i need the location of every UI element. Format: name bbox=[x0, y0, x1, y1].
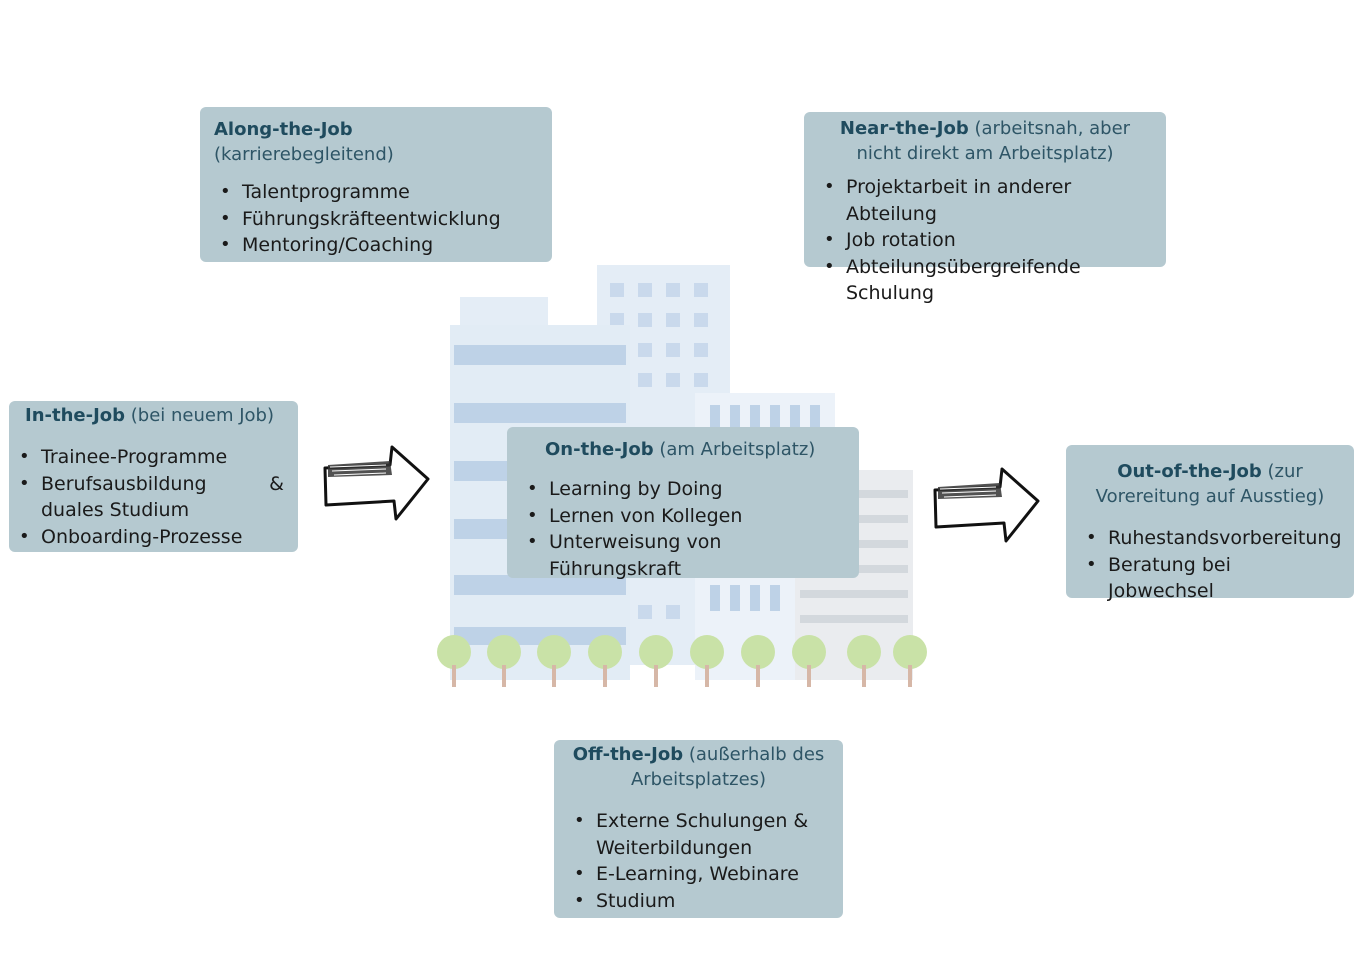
box-heading: On-the-Job (am Arbeitsplatz) bbox=[521, 437, 845, 462]
box-subtitle: (bei neuem Job) bbox=[130, 405, 275, 426]
list-item: Job rotation bbox=[824, 227, 1152, 254]
box-heading: Out-of-the-Job (zur Vorereitung auf Auss… bbox=[1080, 459, 1340, 509]
box-subtitle: (außerhalb des Arbeitsplatzes) bbox=[630, 744, 825, 790]
list-item: Unterweisung von Führungskraft bbox=[527, 529, 845, 582]
box-heading: In-the-Job (bei neuem Job) bbox=[23, 403, 284, 428]
on-the-job-box: On-the-Job (am Arbeitsplatz) Learning by… bbox=[507, 427, 859, 580]
item-list: Projektarbeit in anderer Abteilung Job r… bbox=[818, 174, 1152, 307]
tree-row bbox=[437, 635, 927, 669]
list-item: Beratung bei Jobwechsel bbox=[1086, 552, 1340, 605]
item-list: Learning by Doing Lernen von Kollegen Un… bbox=[521, 476, 845, 582]
list-item: Talentprogramme bbox=[220, 179, 538, 206]
list-item: Abteilungsübergreifende Schulung bbox=[824, 254, 1152, 307]
list-item: Berufsausbildung & duales Studium bbox=[19, 471, 284, 524]
list-item: Projektarbeit in anderer Abteilung bbox=[824, 174, 1152, 227]
box-title: Along-the-Job bbox=[214, 119, 353, 140]
list-item: Onboarding-Prozesse bbox=[19, 524, 284, 551]
list-item: Learning by Doing bbox=[527, 476, 845, 503]
near-the-job-box: Near-the-Job (arbeitsnah, aber nicht dir… bbox=[804, 112, 1166, 304]
box-title: Off-the-Job bbox=[572, 744, 684, 765]
list-item: Mentoring/Coaching bbox=[220, 232, 538, 259]
list-item: Studium bbox=[574, 888, 829, 915]
box-heading: Off-the-Job (außerhalb des Arbeitsplatze… bbox=[568, 742, 829, 792]
item-list: Externe Schulungen & Weiterbildungen E-L… bbox=[568, 808, 829, 914]
arrow-right-icon bbox=[323, 445, 430, 521]
list-item: Führungskräfteentwicklung bbox=[220, 206, 538, 233]
item-list: Trainee-Programme Berufsausbildung & dua… bbox=[19, 444, 284, 551]
box-title: On-the-Job bbox=[545, 439, 654, 460]
along-the-job-box: Along-the-Job (karrierebegleitend) Talen… bbox=[200, 107, 552, 262]
box-heading: Along-the-Job (karrierebegleitend) bbox=[214, 117, 538, 167]
box-title: Near-the-Job bbox=[839, 118, 969, 139]
list-item: Trainee-Programme bbox=[19, 444, 284, 471]
box-subtitle: (arbeitsnah, aber nicht direkt am Arbeit… bbox=[856, 118, 1131, 164]
out-of-the-job-box: Out-of-the-Job (zur Vorereitung auf Auss… bbox=[1066, 445, 1354, 602]
left-building bbox=[460, 297, 548, 327]
in-the-job-box: In-the-Job (bei neuem Job) Trainee-Progr… bbox=[9, 401, 298, 552]
arrow-right-icon bbox=[933, 467, 1040, 543]
off-the-job-box: Off-the-Job (außerhalb des Arbeitsplatze… bbox=[554, 740, 843, 918]
list-item: Lernen von Kollegen bbox=[527, 503, 845, 530]
list-item: Ruhestandsvorbereitung bbox=[1086, 525, 1342, 552]
box-subtitle: (zur Vorereitung auf Ausstieg) bbox=[1095, 461, 1325, 507]
box-heading: Near-the-Job (arbeitsnah, aber nicht dir… bbox=[818, 116, 1152, 166]
item-list: Ruhestandsvorbereitung Beratung bei Jobw… bbox=[1080, 525, 1342, 605]
box-subtitle: (am Arbeitsplatz) bbox=[659, 439, 816, 460]
list-item: Externe Schulungen & Weiterbildungen bbox=[574, 808, 829, 861]
box-title: In-the-Job bbox=[25, 405, 126, 426]
box-subtitle: (karrierebegleitend) bbox=[214, 144, 394, 165]
list-item: E-Learning, Webinare bbox=[574, 861, 829, 888]
box-title: Out-of-the-Job bbox=[1117, 461, 1262, 482]
item-list: Talentprogramme Führungskräfteentwicklun… bbox=[214, 179, 538, 259]
